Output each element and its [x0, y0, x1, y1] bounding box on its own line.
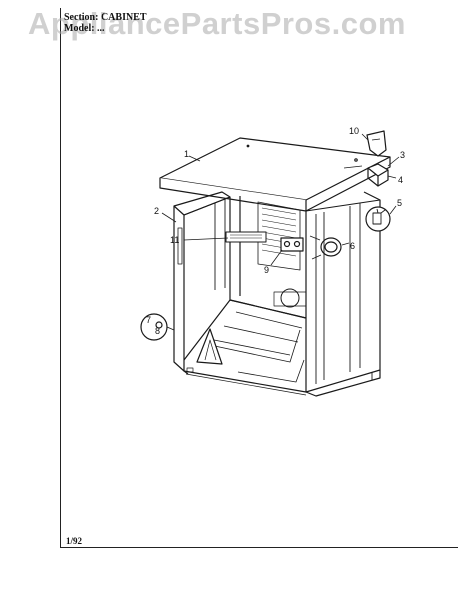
rear-blower-opening [280, 288, 300, 308]
top-panel [159, 137, 391, 212]
callout-9: 9 [264, 265, 269, 275]
footer-code: 1/92 [66, 536, 83, 546]
rear-bracket-part [280, 237, 304, 252]
right-side-panel [305, 191, 381, 397]
callout-7: 7 [146, 315, 151, 325]
model-label: Model: [64, 23, 95, 34]
callout-8: 8 [155, 326, 160, 336]
callout-6: 6 [350, 241, 355, 251]
callout-3: 3 [400, 150, 405, 160]
callout-labels: 1 2 3 4 5 6 7 8 9 10 11 [146, 126, 405, 336]
rear-panel [225, 196, 307, 319]
drum-seal-part [309, 235, 342, 260]
callout-10: 10 [349, 126, 359, 136]
front-wedge [196, 328, 223, 365]
left-side-panel [173, 191, 231, 375]
cabinet-base [183, 299, 307, 396]
callout-2: 2 [154, 206, 159, 216]
detail-circle-7-8 [140, 313, 175, 341]
callout-5: 5 [397, 198, 402, 208]
callout-leaders [161, 133, 400, 266]
callout-4: 4 [398, 175, 403, 185]
hinge-bracket-part [367, 163, 389, 187]
callout-1: 1 [184, 149, 189, 159]
clip-part [366, 130, 387, 157]
page-frame [60, 8, 458, 548]
rear-vent-bracket [225, 231, 267, 243]
model-header: Model: ... [64, 23, 105, 34]
detail-circle-5 [365, 206, 391, 232]
section-header: Section: CABINET [64, 12, 147, 23]
model-value: ... [97, 23, 105, 34]
callout-11: 11 [170, 235, 179, 245]
section-value: CABINET [100, 12, 147, 23]
section-label: Section: [64, 12, 99, 23]
